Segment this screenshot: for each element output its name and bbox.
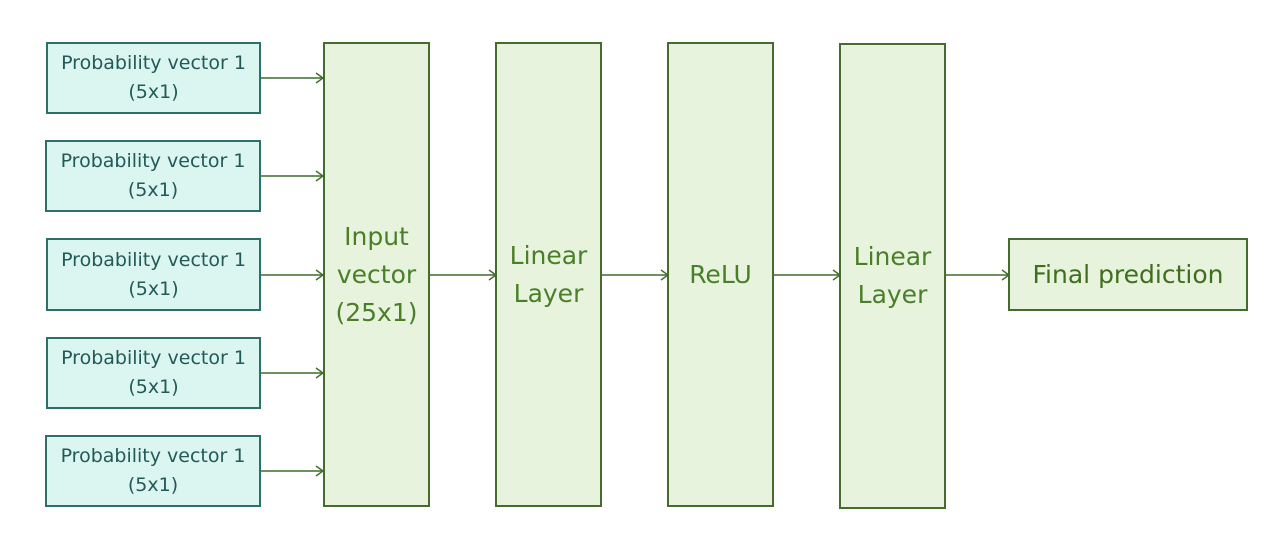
probability-vector-box-2: Probability vector 1 (5x1): [45, 140, 261, 212]
arrow-input-2: [260, 170, 325, 182]
probability-vector-box-3: Probability vector 1 (5x1): [46, 238, 261, 311]
linear-layer-1-label: Linear Layer: [509, 240, 588, 308]
probability-vector-label: Probability vector 1 (5x1): [60, 445, 246, 496]
relu-label: ReLU: [689, 259, 752, 289]
linear-layer-2-box: Linear Layer: [839, 43, 946, 509]
arrow-relu-to-linear-2: [773, 269, 842, 281]
arrow-input-4: [260, 367, 325, 379]
linear-layer-1-box: Linear Layer: [495, 42, 602, 507]
final-prediction-label: Final prediction: [1032, 259, 1224, 289]
final-prediction-box: Final prediction: [1008, 238, 1248, 311]
probability-vector-box-5: Probability vector 1 (5x1): [45, 435, 261, 507]
input-vector-box: Input vector (25x1): [323, 42, 430, 507]
input-vector-label: Input vector (25x1): [335, 221, 418, 327]
arrow-linear-1-to-relu: [601, 269, 670, 281]
relu-box: ReLU: [667, 42, 774, 507]
probability-vector-label: Probability vector 1 (5x1): [60, 150, 246, 201]
arrow-input-vector-to-linear-1: [429, 269, 498, 281]
probability-vector-label: Probability vector 1 (5x1): [61, 52, 246, 103]
arrow-input-5: [260, 465, 325, 477]
arrow-input-1: [260, 72, 325, 84]
linear-layer-2-label: Linear Layer: [853, 242, 932, 309]
probability-vector-label: Probability vector 1 (5x1): [61, 347, 246, 398]
probability-vector-label: Probability vector 1 (5x1): [61, 248, 246, 300]
arrow-linear-2-to-final: [945, 269, 1011, 281]
probability-vector-box-1: Probability vector 1 (5x1): [46, 42, 261, 114]
probability-vector-box-4: Probability vector 1 (5x1): [46, 337, 261, 409]
arrow-input-3: [260, 269, 325, 281]
